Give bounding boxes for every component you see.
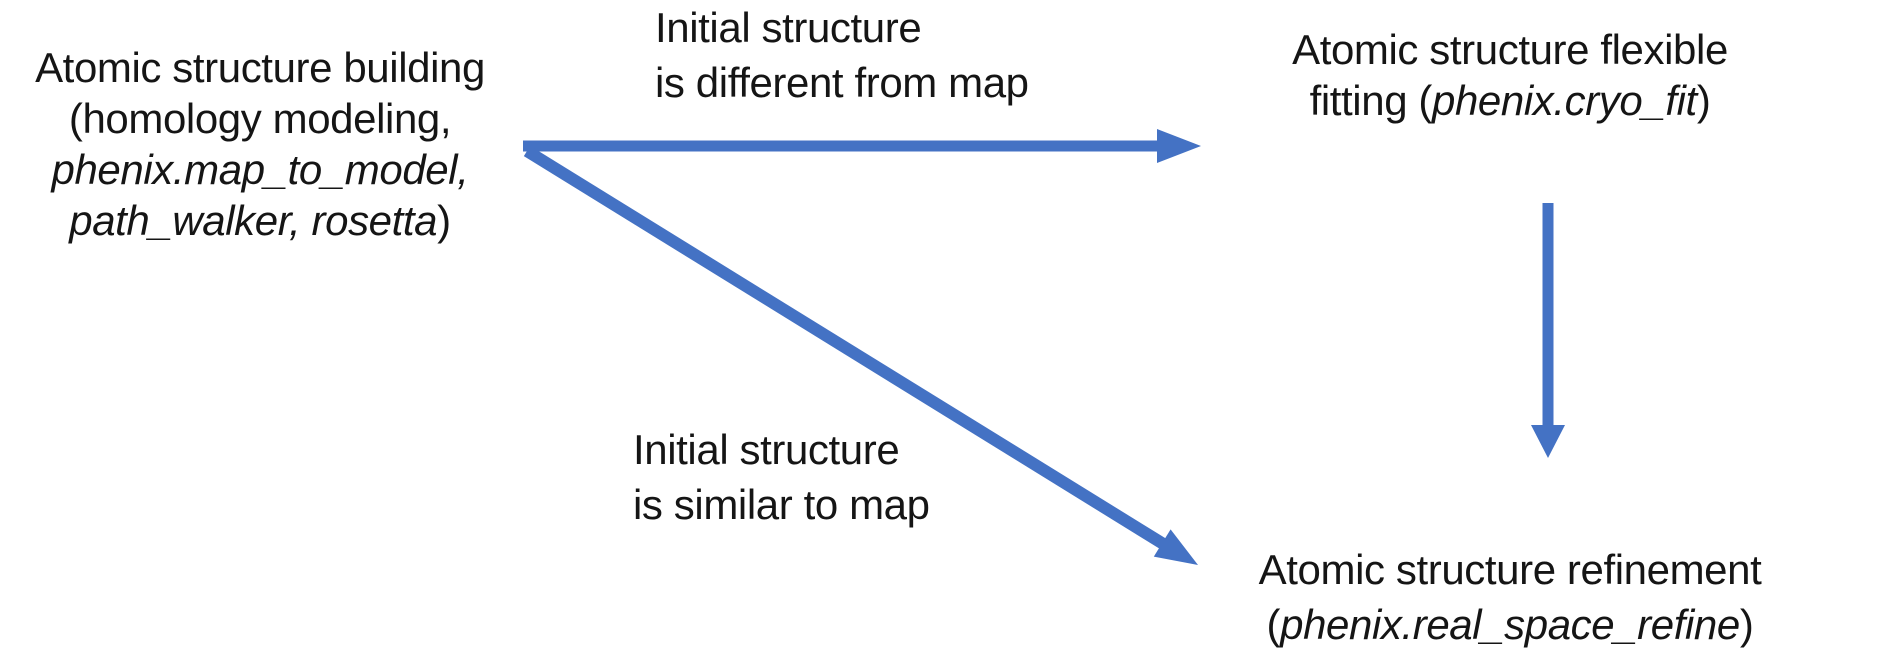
paren-text: ) — [1696, 77, 1711, 124]
node-line: (homology modeling, — [68, 95, 452, 142]
arrow-shaft — [523, 145, 1169, 551]
program-name-text: phenix.map_to_model, — [51, 146, 469, 193]
label-initial-different: Initial structure is different from map — [655, 0, 1029, 110]
label-line: Initial structure — [633, 426, 900, 473]
label-line: is different from map — [655, 59, 1029, 106]
node-line: Atomic structure flexible — [1292, 26, 1728, 73]
paren-text: ) — [1739, 601, 1754, 648]
node-line-text: fitting ( — [1309, 77, 1433, 124]
paren-text: ) — [437, 197, 451, 244]
node-line: path_walker, rosetta) — [0, 195, 520, 246]
program-name-text: path_walker, rosetta — [69, 197, 438, 244]
node-structure-building: Atomic structure building (homology mode… — [0, 42, 520, 246]
node-flexible-fitting: Atomic structure flexible fitting (pheni… — [1250, 24, 1770, 126]
label-line: is similar to map — [633, 481, 930, 528]
program-name-text: phenix.real_space_refine — [1280, 601, 1740, 648]
label-initial-similar: Initial structure is similar to map — [633, 422, 930, 532]
paren-text: ( — [1266, 601, 1281, 648]
arrow-building-to-refinement — [523, 145, 1198, 565]
program-name-text: phenix.cryo_fit — [1432, 77, 1697, 124]
node-structure-refinement: Atomic structure refinement (phenix.real… — [1250, 542, 1770, 652]
node-line: Atomic structure building — [35, 44, 485, 91]
node-line: fitting (phenix.cryo_fit) — [1250, 75, 1770, 126]
arrow-building-to-fitting — [523, 129, 1201, 163]
arrow-head-icon — [1153, 529, 1198, 565]
node-line: (phenix.real_space_refine) — [1250, 597, 1770, 652]
arrow-head-icon — [1157, 129, 1201, 163]
arrow-head-icon — [1531, 425, 1565, 458]
node-line: phenix.map_to_model, — [0, 144, 520, 195]
label-line: Initial structure — [655, 4, 922, 51]
arrow-fitting-to-refinement — [1531, 203, 1565, 458]
node-line: Atomic structure refinement — [1258, 546, 1762, 593]
